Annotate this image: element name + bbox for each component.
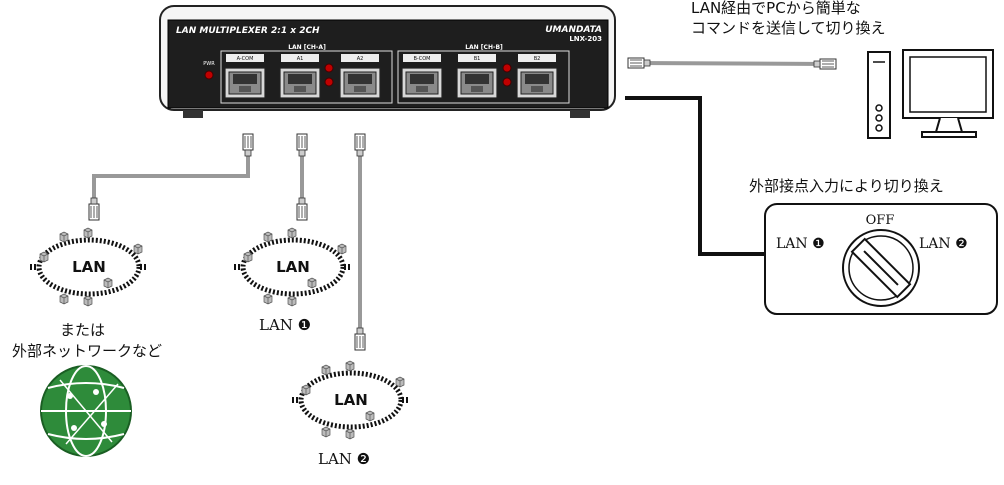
port-label-b2: B2 [534,56,541,62]
led-b1 [502,63,512,73]
port-group-a: LAN [CH-A] A-COM A1 A2 [220,44,393,104]
pwr-label: PWR [203,61,215,67]
port-a2 [339,67,381,99]
switch-off-label: OFF [866,213,895,228]
rotary-switch-box: OFF LAN ❶ LAN ❷ [764,203,998,315]
lan-network-1: LAN [234,227,352,307]
port-b1 [456,67,498,99]
group-a-label: LAN [CH-A] [288,44,326,51]
lan-network-external: LAN [30,227,148,307]
lan-label-external: LAN [72,258,106,276]
lan-multiplexer-device: LAN MULTIPLEXER 2:1 x 2CH UMANDATA LNX-2… [159,5,616,118]
external-caption-line2: 外部ネットワークなど [12,342,163,360]
globe-icon [40,365,132,457]
port-b2 [516,67,558,99]
lan1-caption: LAN ❶ [259,316,312,334]
port-a-com [224,67,266,99]
lan2-caption: LAN ❷ [318,450,371,468]
port-group-b: LAN [CH-B] B-COM B1 B2 [397,44,570,104]
pc-icon [867,49,994,139]
lan-network-2: LAN [292,360,410,440]
external-caption-line1: または [60,321,106,339]
pc-caption-line1: LAN経由でPCから簡単な [691,0,861,17]
switch-lan2-label: LAN ❷ [919,236,968,252]
device-model: LNX-203 [569,35,602,43]
device-brand: UMANDATA [545,25,602,35]
lan-label-1: LAN [276,258,310,276]
led-b2 [502,77,512,87]
port-label-a2: A2 [357,56,364,62]
group-b-label: LAN [CH-B] [465,44,503,51]
pc-caption-line2: コマンドを送信して切り換え [691,19,886,37]
switch-lan1-label: LAN ❶ [776,236,825,252]
port-label-a1: A1 [297,56,304,62]
port-label-b-com: B-COM [414,56,431,62]
lan-label-2: LAN [334,391,368,409]
port-b-com [401,67,443,99]
led-a1 [324,63,334,73]
pwr-led [204,70,214,80]
port-label-a-com: A-COM [237,56,254,62]
cables [88,57,837,351]
switch-caption: 外部接点入力により切り換え [749,177,944,195]
port-label-b1: B1 [474,56,481,62]
port-a1 [279,67,321,99]
led-a2 [324,77,334,87]
device-title: LAN MULTIPLEXER 2:1 x 2CH [176,26,320,36]
